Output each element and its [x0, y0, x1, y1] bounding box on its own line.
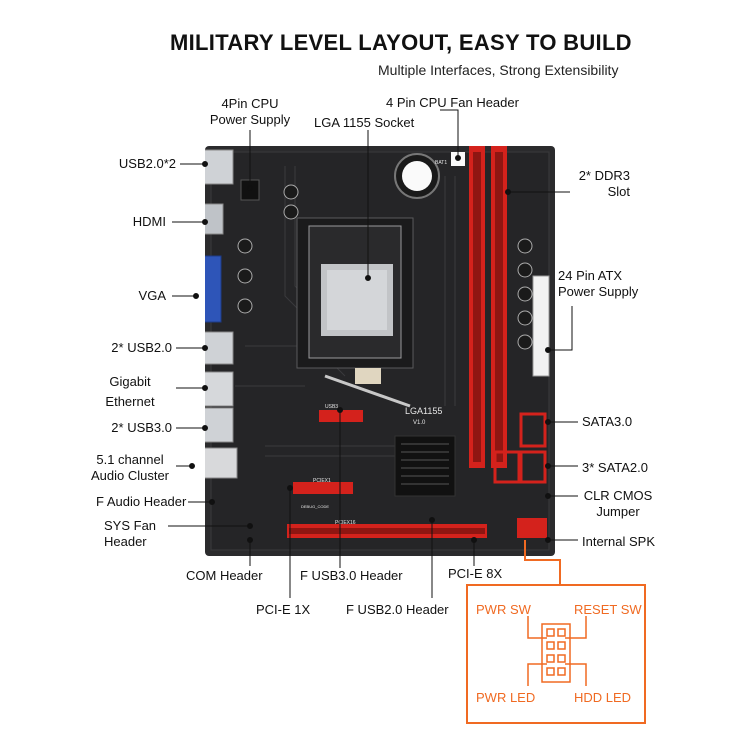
label-com: COM Header	[186, 568, 263, 583]
label-usb30: 2* USB3.0	[111, 420, 172, 435]
label-sata3: SATA3.0	[582, 414, 633, 429]
label-pcie1: PCI-E 1X	[256, 602, 311, 617]
label-fusb30: F USB3.0 Header	[300, 568, 403, 583]
panel-pin-diagram	[527, 616, 587, 686]
panel-pwr-sw: PWR SW	[476, 602, 531, 617]
panel-hdd-led: HDD LED	[574, 690, 632, 705]
label-socket: LGA 1155 Socket	[314, 115, 415, 130]
front-panel-diagram: PWR SW RESET SW PWR LED HDD LED	[466, 584, 646, 724]
board-lga-text: LGA1155	[405, 406, 442, 416]
label-hdmi: HDMI	[132, 214, 166, 229]
panel-pwr-led: PWR LED	[476, 690, 536, 705]
label-pcie8: PCI-E 8X	[448, 566, 503, 581]
label-usb20-2: 2* USB2.0	[111, 340, 172, 355]
board-pciex16-text: PCIEX16	[335, 520, 356, 526]
motherboard-image: LGA1155 V1.0 PCIEX1 PCIEX16 USB3 DEBUG_C…	[205, 146, 555, 556]
label-sata2: 3* SATA2.0	[582, 460, 648, 475]
board-bat-text: BAT1	[435, 160, 447, 166]
panel-reset-sw: RESET SW	[574, 602, 642, 617]
label-spk: Internal SPK	[582, 534, 655, 549]
board-ver-text: V1.0	[413, 420, 426, 426]
label-fusb20: F USB2.0 Header	[346, 602, 449, 617]
label-usb20x2: USB2.0*2	[118, 156, 176, 171]
label-faudio: F Audio Header	[96, 494, 187, 509]
board-debug-text: DEBUG_CODE	[301, 504, 329, 509]
label-cpu-fan: 4 Pin CPU Fan Header	[386, 95, 519, 110]
board-usb3-text: USB3	[325, 404, 338, 410]
page-subtitle: Multiple Interfaces, Strong Extensibilit…	[378, 62, 619, 78]
board-pciex1-text: PCIEX1	[313, 478, 331, 484]
label-vga: VGA	[138, 288, 166, 303]
page-title: MILITARY LEVEL LAYOUT, EASY TO BUILD	[170, 30, 632, 55]
